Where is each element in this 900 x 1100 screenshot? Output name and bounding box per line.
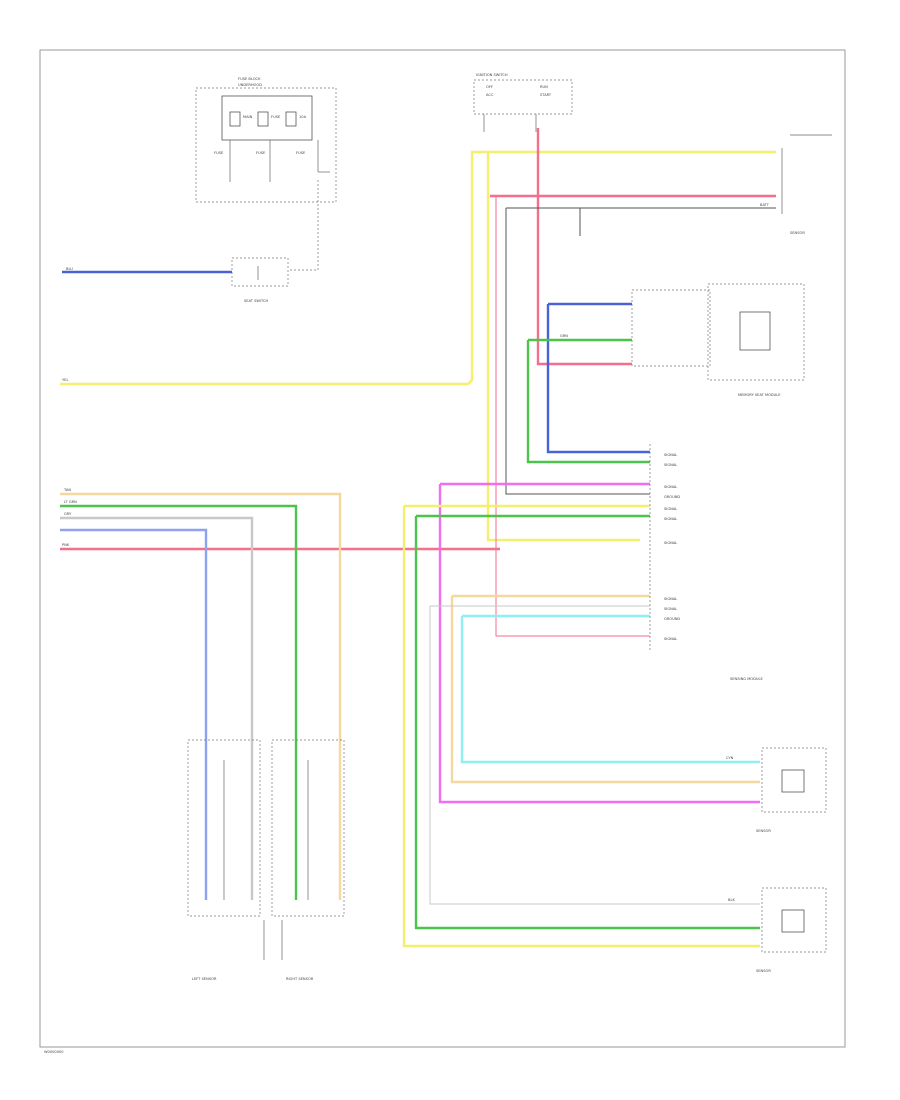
- wire-label-battery: BATT: [760, 203, 770, 207]
- pin-label-6: SIGNAL: [664, 517, 677, 521]
- fuse-row: MAIN FUSE 10A: [229, 111, 307, 127]
- pin-label-5: SIGNAL: [664, 507, 677, 511]
- ignition-acc: ACC: [486, 93, 494, 97]
- sensor-2-label: SENSOR: [756, 969, 771, 973]
- fuse-label-3: FUSE: [296, 151, 306, 155]
- pin-label-7: SIGNAL: [664, 541, 677, 545]
- ignition-title: IGNITION SWITCH: [476, 73, 508, 77]
- pin-label-10: GROUND: [664, 617, 680, 621]
- upper-connector: SENSOR: [781, 134, 832, 235]
- seat-switch-label: SEAT SWITCH: [244, 299, 268, 303]
- sensor-1-label: SENSOR: [756, 829, 771, 833]
- wire-label-yellow: YEL: [62, 378, 68, 382]
- wire-label-gray: GRY: [64, 512, 72, 516]
- wire-label-light-green: LT GRN: [64, 500, 77, 504]
- fuse-label-2: FUSE: [256, 151, 266, 155]
- pin-label-3: SIGNAL: [664, 485, 677, 489]
- page-code: W0000000: [44, 1050, 64, 1054]
- memory-module-label: MEMORY SEAT MODULE: [738, 393, 781, 397]
- occupant-module: SIGNAL SIGNAL SIGNAL GROUND SIGNAL SIGNA…: [649, 444, 764, 681]
- wire-label-black: BLK: [728, 898, 735, 902]
- fuse-1-label: MAIN: [243, 115, 253, 119]
- occupant-module-label: SENSING MODULE: [730, 677, 764, 681]
- fuse-block-title: FUSE BLOCK: [238, 77, 261, 81]
- pin-label-11: SIGNAL: [664, 637, 677, 641]
- sensor-2: SENSOR: [756, 887, 827, 973]
- fuse-2-label: FUSE: [271, 115, 281, 119]
- ignition-switch: IGNITION SWITCH OFF ACC RUN START: [473, 73, 573, 132]
- left-sensor: LEFT SENSOR: [187, 739, 265, 981]
- left-sensor-label: LEFT SENSOR: [192, 977, 217, 981]
- memory-seat-module: MEMORY SEAT MODULE: [631, 283, 805, 397]
- fuse-block-subtitle: UNDERHOOD: [238, 83, 262, 87]
- fuse-label-1: FUSE: [214, 151, 224, 155]
- pin-label-1: SIGNAL: [664, 453, 677, 457]
- ignition-run: RUN: [540, 85, 548, 89]
- wire-label-green: GRN: [560, 334, 568, 338]
- pin-label-4: GROUND: [664, 495, 680, 499]
- upper-connector-label: SENSOR: [790, 231, 805, 235]
- sensor-1: SENSOR: [756, 747, 827, 833]
- right-sensor: RIGHT SENSOR: [271, 739, 345, 981]
- wire-label-cyan: CYN: [726, 756, 734, 760]
- pin-label-2: SIGNAL: [664, 463, 677, 467]
- wire-label-blue: BLU: [66, 267, 73, 271]
- ignition-off: OFF: [486, 85, 493, 89]
- pin-label-9: SIGNAL: [664, 607, 677, 611]
- right-sensor-label: RIGHT SENSOR: [286, 977, 314, 981]
- seat-switch: SEAT SWITCH: [231, 257, 289, 303]
- fuse-3-label: 10A: [299, 115, 307, 119]
- wire-label-pink: PNK: [62, 543, 70, 547]
- wire-label-tan: TAN: [63, 488, 71, 492]
- fuse-block: FUSE BLOCK UNDERHOOD MAIN FUSE 10A FUSE …: [195, 77, 337, 203]
- pin-label-8: SIGNAL: [664, 597, 677, 601]
- ignition-start: START: [540, 93, 552, 97]
- diagram-frame: [39, 49, 846, 1048]
